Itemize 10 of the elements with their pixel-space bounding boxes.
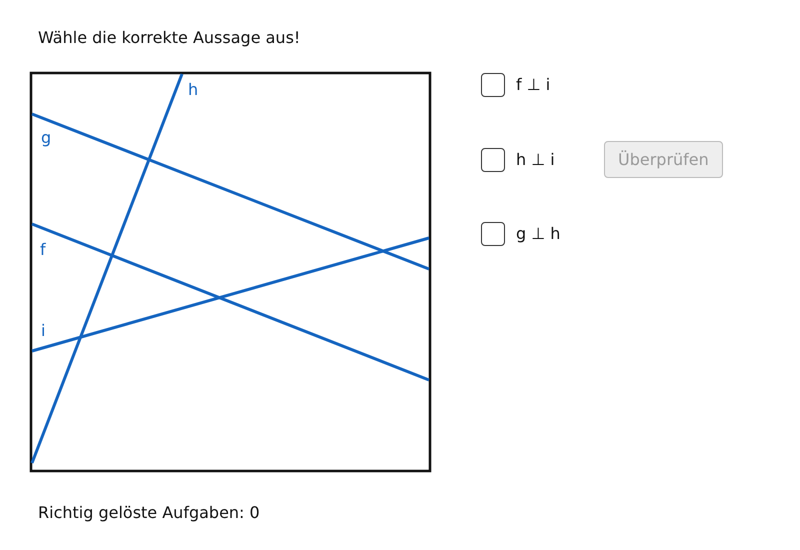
option-label: f ⊥ i [516, 75, 550, 94]
check-button: Überprüfen [604, 141, 723, 178]
line-name: f [40, 240, 46, 259]
score-text: Richtig gelöste Aufgaben: 0 [38, 503, 260, 522]
instruction-text: Wähle die korrekte Aussage aus! [38, 28, 300, 47]
option-label: h ⊥ i [516, 150, 555, 169]
line-name: i [41, 321, 46, 340]
line-name: g [41, 128, 52, 147]
line-name: h [188, 80, 198, 99]
option-label: g ⊥ h [516, 224, 560, 243]
